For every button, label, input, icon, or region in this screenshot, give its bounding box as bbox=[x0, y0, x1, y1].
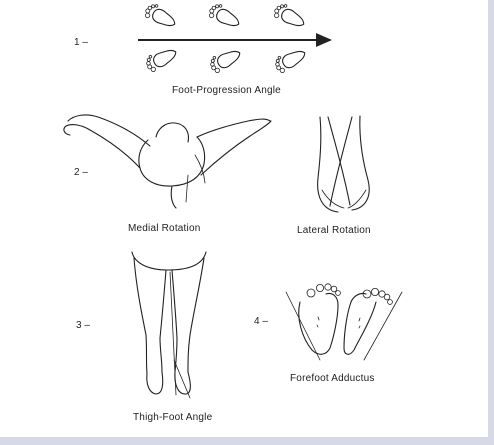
arrow-icon bbox=[138, 33, 332, 47]
lateral-rotation-figure bbox=[317, 115, 370, 213]
footprint-icon bbox=[142, 43, 180, 74]
footprint-icon bbox=[271, 0, 309, 32]
medial-rotation-figure bbox=[63, 114, 272, 209]
gait-assessment-diagram: 1 – Foot-Progression Angle 2 – bbox=[63, 0, 403, 423]
panel-2: 2 – Medial Rotation Lateral Rotation bbox=[63, 114, 371, 236]
panel-1-caption: Foot-Progression Angle bbox=[172, 85, 281, 96]
panel-4-number: 4 – bbox=[254, 316, 268, 327]
panel-1: 1 – Foot-Progression Angle bbox=[74, 0, 332, 96]
footprint-icon bbox=[142, 0, 180, 32]
panel-2-number: 2 – bbox=[74, 167, 88, 178]
panel-3-caption: Thigh-Foot Angle bbox=[133, 412, 213, 423]
forefoot-adductus-figure bbox=[285, 283, 403, 361]
panel-4-caption: Forefoot Adductus bbox=[290, 373, 375, 384]
panel-4: 4 – Forefoot Adductus bbox=[254, 283, 403, 384]
footprint-icon bbox=[206, 0, 244, 32]
medial-rotation-caption: Medial Rotation bbox=[128, 223, 200, 234]
lateral-rotation-caption: Lateral Rotation bbox=[297, 225, 371, 236]
footprint-icon bbox=[271, 44, 309, 75]
panel-3-number: 3 – bbox=[76, 320, 90, 331]
thigh-foot-figure bbox=[131, 251, 207, 399]
footprint-icon bbox=[206, 44, 244, 75]
panel-3: 3 – Thigh-Foot Angle bbox=[76, 251, 213, 423]
panel-1-number: 1 – bbox=[74, 37, 88, 48]
